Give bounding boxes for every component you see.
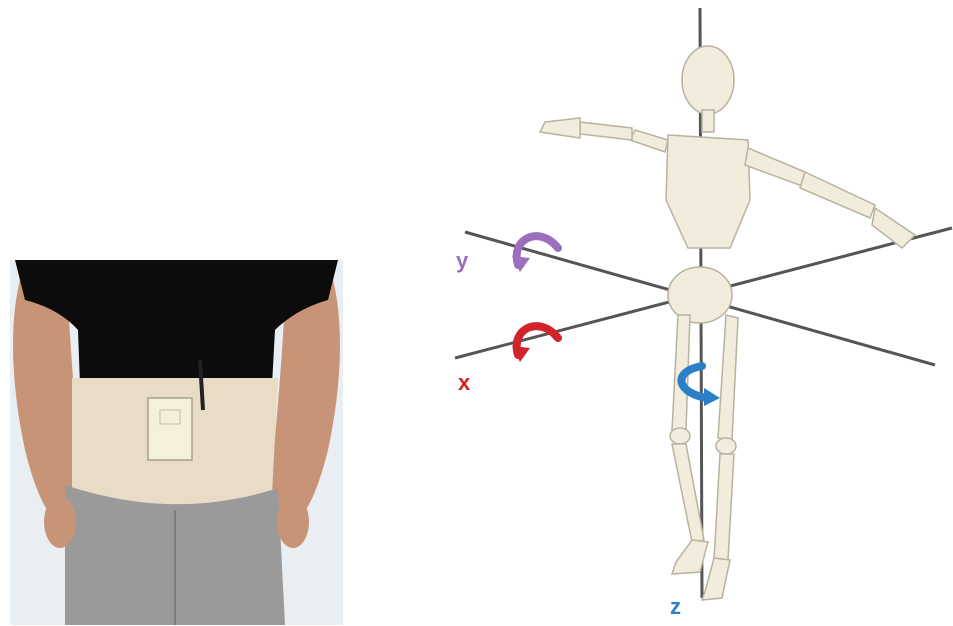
axes-diagram-svg: y x z — [440, 0, 953, 626]
left-forearm — [580, 122, 632, 140]
torso — [666, 135, 750, 248]
right-hand — [872, 208, 915, 248]
right-knee — [716, 438, 736, 454]
z-axis-label: z — [670, 594, 681, 619]
left-upper-arm — [630, 130, 668, 152]
right-foot — [702, 558, 730, 600]
axes-diagram: y x z — [440, 0, 953, 626]
sensor-device — [148, 398, 192, 460]
right-forearm — [800, 172, 875, 218]
left-hand — [540, 118, 580, 138]
left-knee — [670, 428, 690, 444]
photo-illustration — [10, 260, 343, 625]
neck — [702, 110, 714, 132]
left-shin — [672, 444, 704, 542]
y-axis-label: y — [456, 248, 469, 273]
sensor-belt-photo — [10, 260, 343, 625]
right-shin — [714, 454, 734, 560]
skeleton-figure — [540, 46, 915, 600]
right-upper-arm — [745, 148, 805, 186]
skull — [682, 46, 734, 114]
right-thigh — [718, 315, 738, 440]
left-hand — [44, 496, 76, 548]
right-hand — [277, 496, 309, 548]
z-rotation-arrowhead-icon — [704, 388, 720, 406]
x-axis-label: x — [458, 370, 471, 395]
